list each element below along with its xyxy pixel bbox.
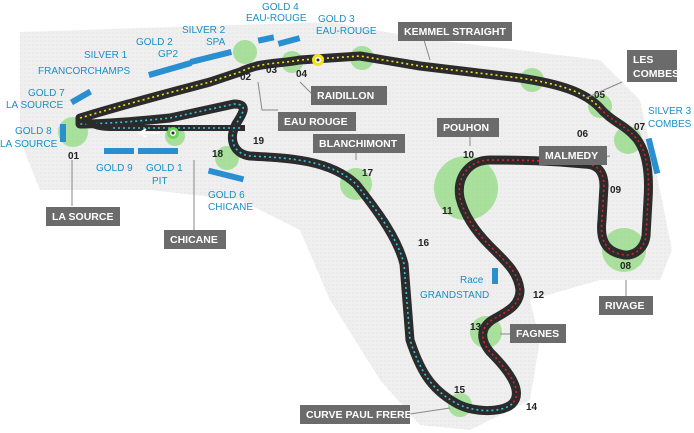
turn-07: 07 [634, 122, 646, 133]
pit-entry-arrow [136, 128, 160, 138]
turn-08: 08 [620, 261, 632, 272]
stand-gold9-title: GOLD 9 [96, 163, 133, 174]
callout-la-source: LA SOURCE [46, 207, 120, 226]
callout-fagnes: FAGNES [510, 324, 566, 343]
callout-chicane: CHICANE [164, 230, 226, 249]
turn-19: 19 [253, 136, 265, 147]
stand-silver3-name: COMBES [648, 119, 692, 130]
turn-17: 17 [362, 168, 374, 179]
runoff-area [20, 22, 672, 430]
turn-14: 14 [526, 402, 538, 413]
stand-gold7-title: GOLD 7 [28, 88, 65, 99]
svg-text:POUHON: POUHON [443, 122, 489, 134]
turn-04: 04 [296, 69, 308, 80]
stand-race-name: GRANDSTAND [420, 290, 489, 301]
stand-gold4-name: EAU-ROUGE [246, 13, 307, 24]
turn-12: 12 [533, 290, 545, 301]
stand-gold8-title: GOLD 8 [15, 126, 52, 137]
stand-silver2-name: SPA [206, 37, 226, 48]
svg-text:BLANCHIMONT: BLANCHIMONT [319, 138, 398, 150]
svg-text:FAGNES: FAGNES [516, 328, 559, 340]
stand-gold1-title: GOLD 1 [146, 163, 183, 174]
turn-05: 05 [594, 90, 606, 101]
svg-text:EAU ROUGE: EAU ROUGE [284, 116, 348, 128]
start-finish-marker [167, 127, 179, 139]
stand-silver1-name: FRANCORCHAMPS [38, 66, 131, 77]
stand-gold6-name: CHICANE [208, 202, 253, 213]
callout-eau-rouge: EAU ROUGE [278, 112, 356, 131]
callout-curve-paul-frere: CURVE PAUL FRERE [300, 405, 412, 424]
stand-gold2-name: GP2 [158, 49, 178, 60]
stand-gold1-name: PIT [152, 176, 168, 187]
svg-text:RIVAGE: RIVAGE [605, 300, 644, 312]
callout-malmedy: MALMEDY [539, 146, 607, 165]
stand-gold3-name: EAU-ROUGE [316, 26, 377, 37]
sector-3 [79, 103, 513, 412]
turn-18: 18 [212, 149, 224, 160]
turn-06: 06 [577, 129, 589, 140]
callout-kemmel-straight: KEMMEL STRAIGHT [398, 22, 512, 41]
turn-02: 02 [240, 72, 252, 83]
svg-text:RAIDILLON: RAIDILLON [317, 90, 374, 102]
svg-text:KEMMEL STRAIGHT: KEMMEL STRAIGHT [404, 26, 506, 38]
sector-1 [79, 55, 601, 119]
turn-11: 11 [442, 206, 453, 217]
turn-09: 09 [610, 185, 622, 196]
stand-race-title: Race [460, 275, 484, 286]
stand-gold7-name: LA SOURCE [6, 100, 64, 111]
stand-gold8-name: LA SOURCE [0, 139, 58, 150]
stand-gold3-title: GOLD 3 [318, 14, 355, 25]
callout-rivage: RIVAGE [599, 296, 653, 315]
svg-text:LA SOURCE: LA SOURCE [52, 211, 113, 223]
svg-text:CHICANE: CHICANE [170, 234, 218, 246]
turn-03: 03 [266, 65, 278, 76]
track [75, 51, 653, 416]
callout-pouhon: POUHON [437, 118, 499, 137]
turn-13: 13 [470, 322, 482, 333]
callout-raidillon: RAIDILLON [311, 86, 387, 105]
stand-gold4-title: GOLD 4 [262, 2, 299, 13]
svg-text:LES: LES [633, 54, 653, 66]
stand-silver1-title: SILVER 1 [84, 50, 128, 61]
callout-les-combes: LES COMBES [627, 50, 679, 82]
pit-lane [83, 117, 245, 131]
grandstands [60, 34, 661, 284]
callout-blanchimont: BLANCHIMONT [313, 134, 405, 153]
turn-10: 10 [463, 150, 475, 161]
sector-2 [458, 107, 650, 405]
svg-text:MALMEDY: MALMEDY [545, 150, 598, 162]
turn-16: 16 [418, 238, 430, 249]
svg-text:COMBES: COMBES [633, 68, 679, 80]
sector-marker [312, 54, 324, 66]
callout-leaders [71, 39, 627, 415]
stand-silver2-title: SILVER 2 [182, 25, 226, 36]
turn-01: 01 [68, 151, 80, 162]
turn-15: 15 [454, 385, 466, 396]
stand-gold2-title: GOLD 2 [136, 37, 173, 48]
stand-gold6-title: GOLD 6 [208, 190, 245, 201]
svg-text:CURVE PAUL FRERE: CURVE PAUL FRERE [306, 409, 412, 421]
stand-silver3-title: SILVER 3 [648, 106, 692, 117]
